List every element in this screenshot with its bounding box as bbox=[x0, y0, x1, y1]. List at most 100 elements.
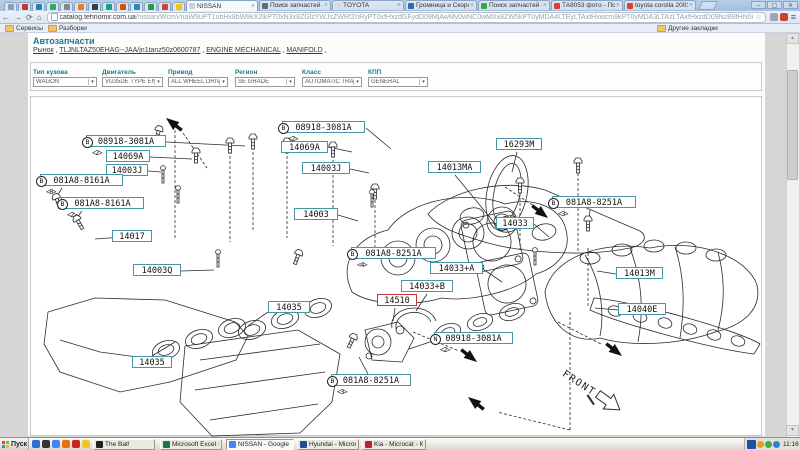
tab-close-icon[interactable]: × bbox=[250, 2, 255, 10]
browser-tab[interactable]: Поиск запчастей - быст × bbox=[478, 0, 550, 10]
back-icon[interactable]: ← bbox=[2, 12, 10, 22]
start-button[interactable]: Пуск bbox=[0, 438, 29, 450]
tab-close-icon[interactable]: × bbox=[542, 2, 547, 9]
filter-dropdown[interactable]: GENERAL ▾ bbox=[368, 77, 428, 87]
tray-icon[interactable] bbox=[747, 439, 756, 449]
tab-close-icon[interactable]: × bbox=[396, 2, 401, 9]
browser-tab-mini[interactable] bbox=[144, 2, 157, 11]
quick-launch-icon[interactable] bbox=[32, 440, 40, 448]
taskbar-task[interactable]: Kia - Microcat - Катало... bbox=[362, 439, 426, 450]
browser-tab-mini[interactable] bbox=[60, 2, 73, 11]
extension-icon[interactable] bbox=[769, 13, 778, 21]
tab-close-icon[interactable]: × bbox=[615, 2, 620, 9]
filter-dropdown[interactable]: SE GRADE ▾ bbox=[235, 77, 295, 87]
extension-icon[interactable] bbox=[779, 13, 788, 21]
browser-tab[interactable]: ТА8053 фото - Поиск в × bbox=[551, 0, 623, 10]
browser-tab-mini[interactable] bbox=[158, 2, 171, 11]
part-number-label[interactable]: 14069A bbox=[106, 150, 150, 162]
part-number-label[interactable]: B 081A8-8251A <3> bbox=[548, 196, 636, 218]
taskbar-task[interactable]: NISSAN - Google Chro... bbox=[226, 439, 294, 450]
browser-tab-mini[interactable] bbox=[74, 2, 87, 11]
breadcrumb-link[interactable]: ENGINE MECHANICAL bbox=[206, 47, 281, 54]
browser-tab[interactable]: TOYOTA × bbox=[332, 0, 404, 10]
part-number-label[interactable]: 14040E bbox=[618, 303, 666, 315]
browser-tab-mini[interactable] bbox=[32, 2, 45, 11]
bookmark-folder[interactable]: Разборки bbox=[47, 24, 87, 32]
part-number-label[interactable]: 14013M bbox=[616, 267, 663, 279]
part-number-label[interactable]: B 081A8-8251A <4> bbox=[347, 247, 436, 269]
browser-tab[interactable]: NISSAN × bbox=[186, 0, 258, 11]
part-number-label[interactable]: 14033+B bbox=[401, 280, 453, 292]
part-number-label[interactable]: B 08918-3081A <2> bbox=[278, 121, 365, 143]
browser-tab[interactable]: Громница и Скорозвід × bbox=[405, 0, 477, 10]
breadcrumb-link[interactable]: TLJNLTAZ50EHAG--JAA/jn1tanz50z0600787 bbox=[59, 47, 201, 54]
filter-dropdown[interactable]: WAGON ▾ bbox=[33, 77, 97, 87]
quick-launch-icon[interactable] bbox=[72, 440, 80, 448]
browser-tab[interactable]: toyota corolla 2001 сб × bbox=[624, 0, 696, 10]
quick-launch-icon[interactable] bbox=[62, 440, 70, 448]
browser-tab-mini[interactable] bbox=[102, 2, 115, 11]
taskbar-task[interactable]: Hyundai - Microcat bbox=[297, 439, 359, 450]
quick-launch-icon[interactable] bbox=[82, 440, 90, 448]
filter-dropdown[interactable]: VG35DE TYPE ENGI ▾ bbox=[102, 77, 163, 87]
part-number-label[interactable]: 14003Q bbox=[133, 264, 181, 276]
part-number-label[interactable]: 14003J bbox=[302, 162, 350, 174]
breadcrumb-link[interactable]: Рынок bbox=[33, 47, 54, 54]
tray-icon[interactable] bbox=[757, 440, 764, 448]
part-number-label[interactable]: 14033 bbox=[496, 217, 534, 229]
tab-close-icon[interactable]: × bbox=[323, 2, 328, 9]
part-number-label[interactable]: 14003 bbox=[294, 208, 338, 220]
menu-icon[interactable]: ≡ bbox=[790, 12, 796, 22]
part-number-label[interactable]: 14013MA bbox=[428, 161, 481, 173]
part-number-label[interactable]: 14510 bbox=[377, 294, 417, 306]
browser-tab-mini[interactable] bbox=[130, 2, 143, 11]
browser-tab-mini[interactable] bbox=[88, 2, 101, 11]
browser-tab-mini[interactable] bbox=[4, 2, 17, 11]
browser-tab-mini[interactable] bbox=[116, 2, 129, 11]
part-number-label[interactable]: B 081A8-8251A <3> bbox=[327, 374, 411, 396]
address-bar[interactable]: catalog.tehnomir.com.ua/nissan/WcmVnaW9u… bbox=[46, 11, 766, 23]
browser-tab-mini[interactable] bbox=[18, 2, 31, 11]
maximize-button[interactable]: ▢ bbox=[767, 1, 782, 9]
tab-close-icon[interactable]: × bbox=[688, 2, 693, 9]
minimize-button[interactable]: – bbox=[751, 1, 766, 9]
url-text[interactable]: catalog.tehnomir.com.ua/nissan/WcmVnaW9u… bbox=[60, 14, 754, 21]
browser-tab-mini[interactable] bbox=[172, 2, 185, 11]
scroll-up-button[interactable]: ▲ bbox=[786, 33, 799, 44]
browser-tab-mini[interactable] bbox=[46, 2, 59, 11]
quick-launch-icon[interactable] bbox=[52, 440, 60, 448]
part-number-label[interactable]: B 08918-3081A <2> bbox=[82, 135, 166, 157]
close-button[interactable]: ✕ bbox=[783, 1, 798, 9]
part-number-label[interactable]: 14069A bbox=[281, 141, 328, 153]
part-number-label[interactable]: 14017 bbox=[112, 230, 152, 242]
other-bookmarks[interactable]: Другие закладки bbox=[657, 24, 718, 32]
favicon bbox=[105, 4, 112, 10]
part-number-label[interactable]: 14035 bbox=[268, 301, 310, 313]
scroll-down-button[interactable]: ▼ bbox=[786, 425, 799, 436]
browser-tab[interactable]: Поиск запчастей - Ки × bbox=[259, 0, 331, 10]
home-icon[interactable]: ⌂ bbox=[36, 12, 42, 22]
taskbar-task[interactable]: Microsoft Excel - Прайс bbox=[160, 439, 222, 450]
part-number-label[interactable]: 16293M bbox=[496, 138, 542, 150]
tab-close-icon[interactable]: × bbox=[469, 2, 474, 9]
new-tab-button[interactable] bbox=[697, 1, 719, 10]
bookmark-star-icon[interactable]: ☆ bbox=[755, 14, 762, 21]
filter-dropdown[interactable]: AUTOMATIC TRANSI ▾ bbox=[302, 77, 362, 87]
taskbar-task[interactable]: The Bat! bbox=[93, 439, 155, 450]
quick-launch-icon[interactable] bbox=[42, 440, 50, 448]
part-number-label[interactable]: B 081A8-8161A <8> bbox=[36, 174, 123, 196]
tab-title: TOYOTA bbox=[343, 2, 370, 9]
breadcrumb-link[interactable]: MANIFOLD bbox=[286, 47, 323, 54]
part-number-label[interactable]: B 081A8-8161A <2> bbox=[57, 197, 144, 219]
scrollbar-thumb[interactable] bbox=[787, 70, 798, 180]
bookmark-folder[interactable]: Сервисы bbox=[5, 24, 43, 32]
tray-icon[interactable] bbox=[773, 440, 780, 448]
tray-icon[interactable] bbox=[765, 440, 772, 448]
forward-icon[interactable]: → bbox=[14, 12, 22, 22]
part-number-label[interactable]: 14035 bbox=[132, 356, 172, 368]
favicon bbox=[77, 4, 84, 10]
part-number-label[interactable]: 14033+A bbox=[430, 262, 483, 274]
filter-dropdown[interactable]: ALL WHEEL DRIVE ▾ bbox=[168, 77, 228, 87]
part-number-label[interactable]: N 08918-3081A <2> bbox=[430, 332, 513, 354]
reload-icon[interactable]: ⟳ bbox=[26, 12, 33, 22]
